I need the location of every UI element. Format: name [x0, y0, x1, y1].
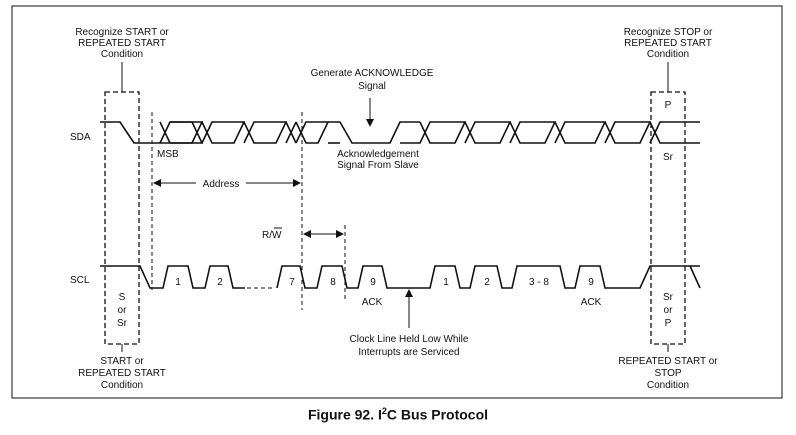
clock-held-line-1: Clock Line Held Low While	[350, 334, 469, 345]
recognize-start-line-3: Condition	[101, 49, 143, 60]
stop-box-sr-top: Sr	[663, 152, 674, 163]
sda-label: SDA	[70, 132, 91, 143]
sda-waveform	[100, 121, 700, 144]
ack-from-slave-line-2: Signal From Slave	[337, 160, 419, 171]
recognize-start-line-2: REPEATED START	[78, 38, 166, 49]
scl-pulse-label: 1	[443, 277, 449, 288]
rw-label: R/W	[262, 230, 282, 241]
figure-caption: Figure 92. I2C Bus Protocol	[307, 406, 489, 423]
start-box-sr: Sr	[117, 318, 128, 329]
scl-pulse-label: 8	[330, 277, 336, 288]
stop-box-or: or	[664, 305, 674, 316]
stop-box-sr: Sr	[663, 292, 674, 303]
recognize-stop-line-3: Condition	[647, 49, 689, 60]
scl-label: SCL	[70, 275, 90, 286]
generate-ack-line-1: Generate ACKNOWLEDGE	[311, 68, 434, 79]
stop-bottom-line-2: STOP	[654, 368, 681, 379]
scl-waveform	[100, 265, 701, 289]
scl-pulse-label: 9	[588, 277, 594, 288]
stop-bottom-line-1: REPEATED START or	[618, 356, 718, 367]
stop-box-p-bottom: P	[665, 318, 672, 329]
stop-box-p: P	[665, 100, 672, 111]
address-label: Address	[203, 179, 240, 190]
scl-pulse-label: 7	[289, 277, 295, 288]
msb-label: MSB	[157, 149, 179, 160]
scl-pulse-label: 2	[217, 277, 223, 288]
start-box-s: S	[119, 292, 126, 303]
start-box-or: or	[118, 305, 128, 316]
recognize-stop-line-1: Recognize STOP or	[624, 27, 713, 38]
recognize-start-line-1: Recognize START or	[75, 27, 169, 38]
figure-frame	[11, 5, 783, 399]
start-bottom-line-2: REPEATED START	[78, 368, 166, 379]
scl-pulse-label: 3 - 8	[529, 277, 549, 288]
clock-held-line-2: Interrupts are Serviced	[358, 347, 459, 358]
ack-label: ACK	[581, 297, 602, 308]
start-bottom-line-3: Condition	[101, 380, 143, 391]
stop-bottom-line-3: Condition	[647, 380, 689, 391]
generate-ack-line-2: Signal	[358, 81, 386, 92]
ack-label: ACK	[362, 297, 383, 308]
start-bottom-line-1: START or	[100, 356, 144, 367]
scl-pulse-label: 1	[175, 277, 181, 288]
scl-pulse-label: 9	[370, 277, 376, 288]
recognize-stop-line-2: REPEATED START	[624, 38, 712, 49]
ack-from-slave-line-1: Acknowledgement	[337, 149, 419, 160]
scl-pulse-label: 2	[484, 277, 490, 288]
